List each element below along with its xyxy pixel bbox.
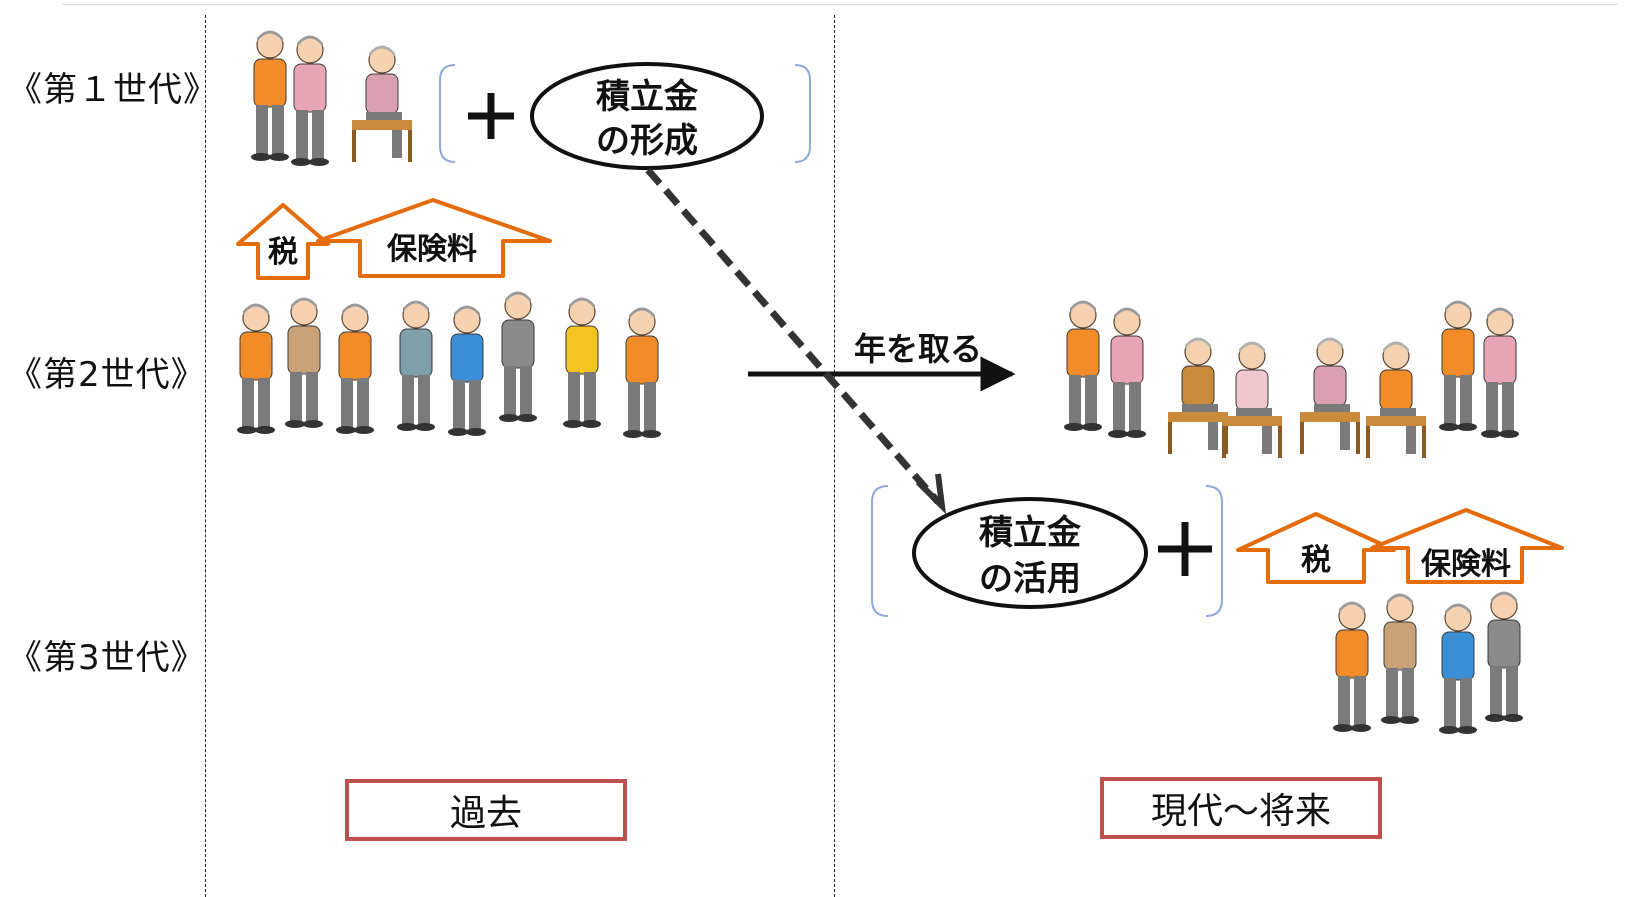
fund-transfer-dashed-arrow (645, 167, 941, 505)
future-working-generation-illustration (1332, 590, 1524, 735)
premium-up-arrow-left (316, 198, 552, 278)
fund-usage-ellipse (912, 497, 1148, 609)
tax-up-arrow-right (1236, 512, 1396, 584)
fund-formation-line2: の形成 (596, 121, 698, 161)
grandmother-rocking-chair-illustration (350, 43, 414, 164)
elderly-group-illustration (1063, 299, 1520, 460)
fund-formation-line1: 積立金 (596, 77, 699, 117)
bracket-fund-formation (439, 64, 811, 163)
premium-up-arrow-right (1370, 508, 1564, 584)
fund-transfer-arrowhead (915, 473, 947, 515)
top-rule (60, 0, 1620, 5)
tax-label-left: 税 (268, 235, 298, 270)
plus-icon-right (1158, 522, 1212, 576)
elderly-couple-illustration (250, 29, 330, 167)
premium-label-right: 保険料 (1421, 547, 1511, 582)
tax-label-right: 税 (1301, 543, 1331, 578)
generation-label-third: 《第3世代》 (8, 638, 206, 678)
fund-usage-line2: の活用 (979, 559, 1081, 599)
generation-label-second: 《第2世代》 (8, 355, 206, 395)
period-label-future: 現代～将来 (1100, 777, 1382, 839)
bracket-fund-usage (871, 485, 1223, 617)
fund-usage-line1: 積立金 (979, 513, 1082, 553)
generation-label-first: 《第１世代》 (8, 70, 218, 110)
period-label-past: 過去 (345, 779, 627, 841)
plus-icon (468, 93, 514, 139)
divider-line-center (834, 15, 835, 897)
aging-label: 年を取る (854, 330, 982, 368)
divider-line-left (205, 15, 206, 897)
working-generation-illustration (236, 290, 662, 439)
tax-up-arrow-left (236, 203, 330, 280)
premium-label-left: 保険料 (387, 232, 477, 267)
fund-formation-ellipse (530, 62, 764, 170)
